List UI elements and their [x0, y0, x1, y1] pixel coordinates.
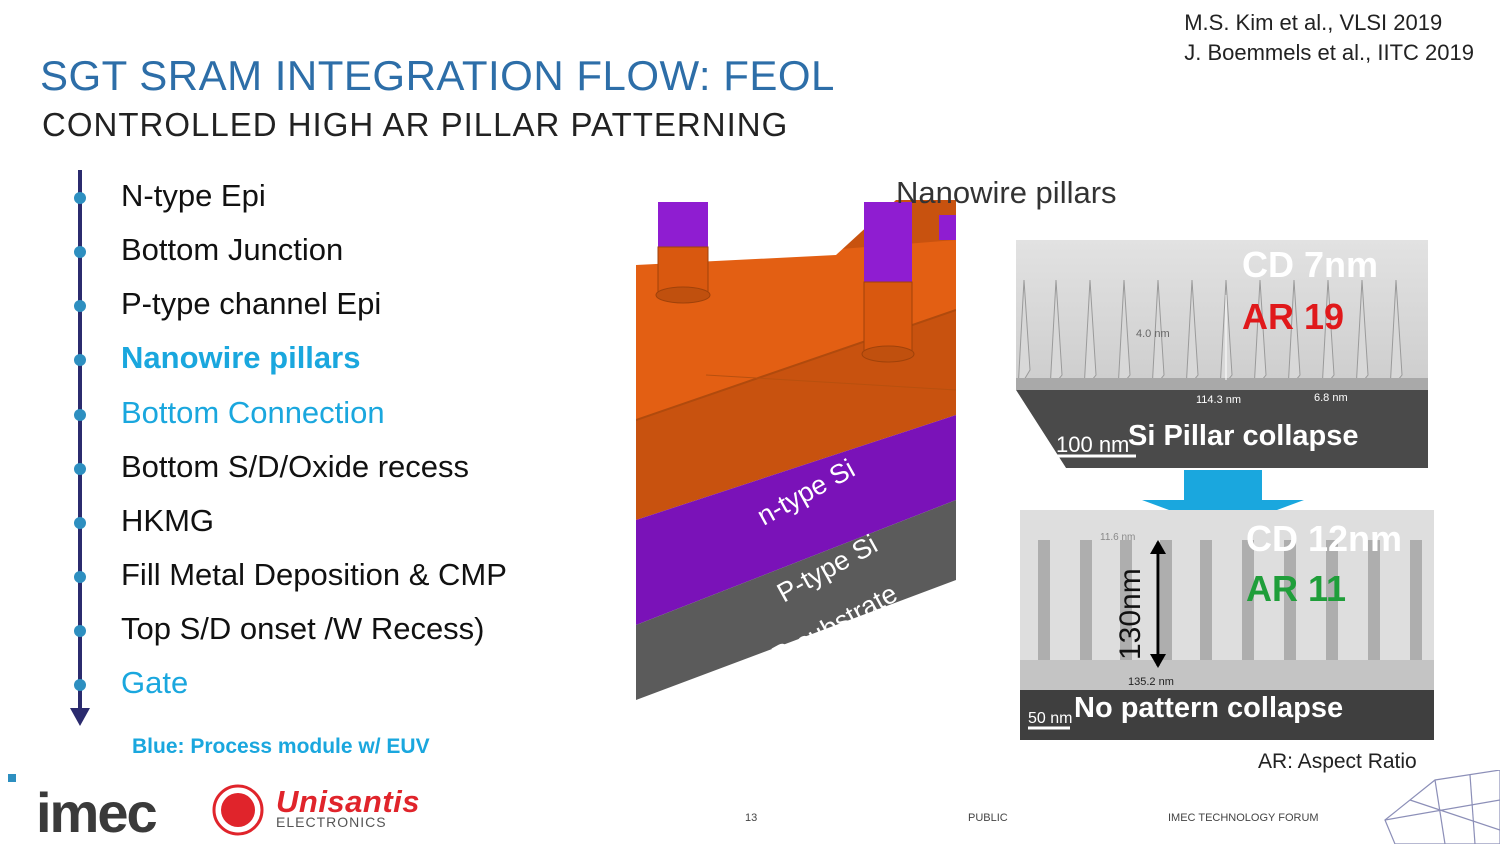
process-timeline: [70, 170, 90, 726]
sem2-height-label: 130nm: [1114, 568, 1147, 660]
aspect-ratio-note: AR: Aspect Ratio: [1258, 750, 1417, 773]
sem-image-pillar-collapse: 4.0 nm 114.3 nm 6.8 nm CD 7nm AR 19 100 …: [1016, 240, 1428, 468]
sem2-ar-label: AR 11: [1246, 568, 1347, 609]
timeline-arrowhead: [70, 708, 90, 726]
sem1-measure-a: 4.0 nm: [1136, 328, 1170, 340]
timeline-dot: [74, 409, 86, 421]
timeline-dot: [74, 246, 86, 258]
nanowire-pillars-caption: Nanowire pillars: [896, 175, 1117, 210]
sem-image-no-collapse: 11.6 nm 135.2 nm 130nm CD 12nm AR 11 50 …: [1020, 510, 1434, 740]
references: M.S. Kim et al., VLSI 2019 J. Boemmels e…: [1184, 8, 1474, 68]
gray-layer: [636, 500, 956, 700]
sem1-measure-c: 6.8 nm: [1314, 392, 1348, 404]
unisantis-logo: Unisantis: [276, 784, 421, 819]
nanowire-pillar: [939, 215, 956, 240]
event-label: IMEC TECHNOLOGY FORUM: [1168, 812, 1319, 824]
sem2-measure-a: 11.6 nm: [1100, 532, 1136, 543]
reference-1: M.S. Kim et al., VLSI 2019: [1184, 10, 1443, 35]
slide-title: SGT SRAM INTEGRATION FLOW: FEOL: [40, 52, 835, 99]
electronics-label: ELECTRONICS: [276, 814, 387, 830]
sem1-measure-b: 114.3 nm: [1196, 394, 1242, 406]
sem2-measure-b: 135.2 nm: [1128, 676, 1174, 688]
unisantis-circle-icon: [212, 784, 264, 836]
classification-label: PUBLIC: [968, 812, 1008, 824]
sem2-caption: No pattern collapse: [1074, 692, 1344, 724]
step-bottom-junction: Bottom Junction: [121, 232, 344, 267]
imec-logo: imec: [36, 781, 158, 844]
timeline-dot: [74, 192, 86, 204]
purple-layer: [636, 415, 956, 625]
wireframe-decoration-icon: [1384, 770, 1500, 844]
step-bottom-connection: Bottom Connection: [121, 395, 385, 430]
timeline-dot: [74, 625, 86, 637]
page-number: 13: [745, 812, 758, 824]
step-top-sd-onset: Top S/D onset /W Recess): [121, 611, 485, 646]
step-gate: Gate: [121, 665, 189, 700]
reference-2: J. Boemmels et al., IITC 2019: [1184, 40, 1474, 65]
step-hkmg: HKMG: [121, 503, 214, 538]
nanowire-pillar: [655, 202, 711, 304]
timeline-dot: [74, 679, 86, 691]
slide-subtitle: CONTROLLED HIGH AR PILLAR PATTERNING: [42, 106, 789, 143]
step-nanowire-pillars: Nanowire pillars: [121, 340, 361, 375]
nanowire-pillar: [861, 202, 915, 363]
layer-stack-diagram: [636, 200, 956, 700]
sem1-scale-bar: 100 nm: [1056, 432, 1130, 457]
sem2-cd-label: CD 12nm: [1246, 518, 1403, 559]
euv-legend-note: Blue: Process module w/ EUV: [132, 735, 430, 758]
step-fill-metal: Fill Metal Deposition & CMP: [121, 557, 507, 592]
timeline-dot: [74, 571, 86, 583]
step-n-type-epi: N-type Epi: [121, 178, 266, 213]
sem1-caption: Si Pillar collapse: [1128, 420, 1359, 452]
sem1-cd-label: CD 7nm: [1242, 244, 1379, 285]
footer-square-icon: [8, 774, 16, 782]
timeline-dot: [74, 463, 86, 475]
timeline-dot: [74, 354, 86, 366]
sem2-scale-bar: 50 nm: [1028, 710, 1073, 727]
sem1-ar-label: AR 19: [1242, 296, 1345, 337]
timeline-dot: [74, 300, 86, 312]
step-p-type-channel-epi: P-type channel Epi: [121, 286, 382, 321]
step-bottom-sd-oxide-recess: Bottom S/D/Oxide recess: [121, 449, 470, 484]
timeline-dot: [74, 517, 86, 529]
